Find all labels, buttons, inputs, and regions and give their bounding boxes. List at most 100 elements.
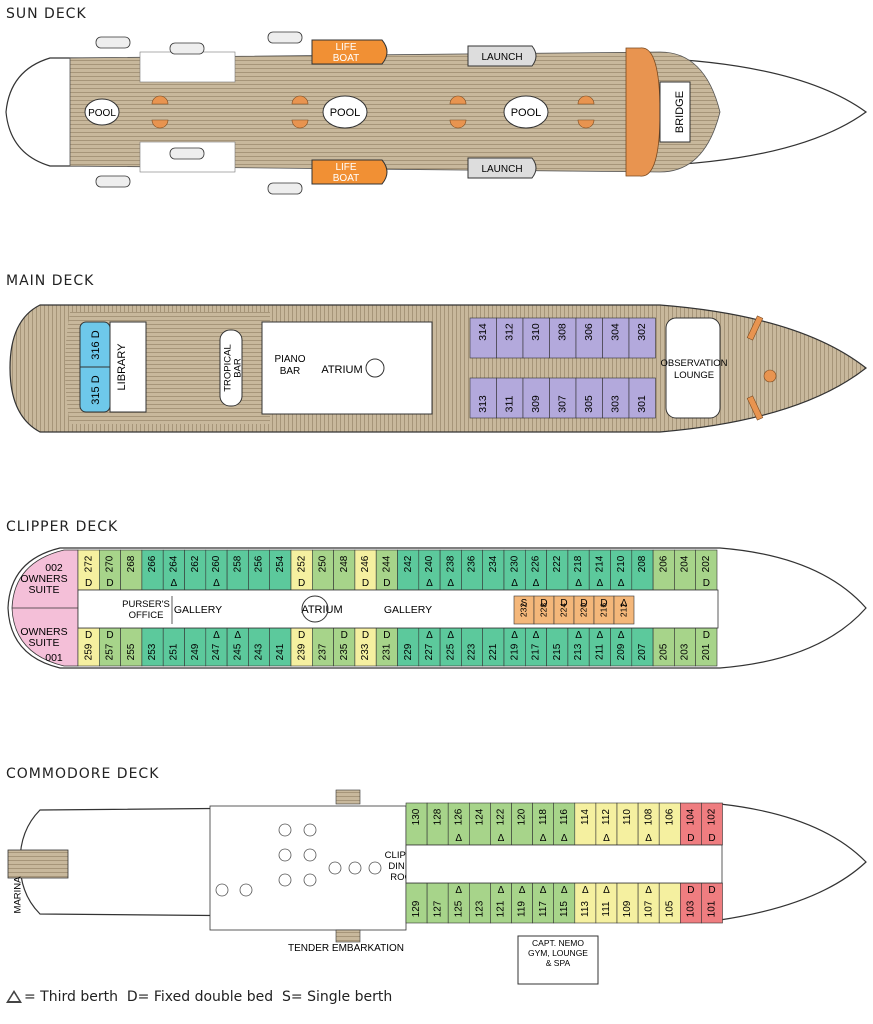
cabin-250[interactable]: 250 [311,549,334,591]
cabin-248[interactable]: 248 [333,549,356,591]
cabin-255[interactable]: 255 [120,627,143,667]
cabin-129[interactable]: 129 [405,882,428,924]
cabin-204[interactable]: 204 [674,549,697,591]
cabin-304[interactable]: 304 [602,317,630,359]
cabin-314[interactable]: 314 [469,317,497,359]
cabin-306[interactable]: 306 [575,317,603,359]
cabin-309[interactable]: 309 [522,377,550,419]
cabin-256[interactable]: 256 [248,549,270,591]
suite-001-number[interactable]: 001 [45,652,63,664]
cabin-266[interactable]: 266 [141,549,164,591]
cabin-205[interactable]: 205 [652,627,675,667]
cabin-313[interactable]: 313 [469,377,497,419]
cabin-316[interactable]: 316 D [90,330,102,359]
cabin-310[interactable]: 310 [522,317,550,359]
cabin-234[interactable]: 234 [482,549,505,591]
cabin-242[interactable]: 242 [397,549,420,591]
cabin-106[interactable]: 106 [658,802,681,846]
cabin-254[interactable]: 254 [269,549,292,591]
cabin-305[interactable]: 305 [575,377,603,419]
cabin-127[interactable]: 127 [426,882,449,924]
cabin-307[interactable]: 307 [549,377,577,419]
cabin-215[interactable]: 215 [546,627,569,667]
cabin-222[interactable]: 222 [546,549,569,591]
cabin-237[interactable]: 237 [311,627,334,667]
cabin-130[interactable]: 130 [405,802,428,846]
cabin-303[interactable]: 303 [602,377,630,419]
cabin-258[interactable]: 258 [226,549,249,591]
cabin-308[interactable]: 308 [549,317,577,359]
cabin-206[interactable]: 206 [652,549,675,591]
cabin-128[interactable]: 128 [426,802,449,846]
cabin-120[interactable]: 120 [511,802,533,846]
cabin-124[interactable]: 124 [468,802,491,846]
cabin-253[interactable]: 253 [141,627,164,667]
cabin-109[interactable]: 109 [616,882,639,924]
cabin-302[interactable]: 302 [628,317,656,359]
cabin-203[interactable]: 203 [674,627,697,667]
cabin-123[interactable]: 123 [468,882,491,924]
cabin-268[interactable]: 268 [120,549,143,591]
cabin-105[interactable]: 105 [658,882,681,924]
suite-002-number[interactable]: 002 [45,562,63,574]
cabin-251[interactable]: 251 [162,627,185,667]
cabin-223[interactable]: 223 [461,627,483,667]
cabin-241[interactable]: 241 [269,627,292,667]
cabin-311[interactable]: 311 [496,377,524,419]
cabin-114[interactable]: 114 [574,802,597,846]
cabin-249[interactable]: 249 [184,627,207,667]
cabin-262[interactable]: 262 [184,549,207,591]
cabin-243[interactable]: 243 [248,627,270,667]
